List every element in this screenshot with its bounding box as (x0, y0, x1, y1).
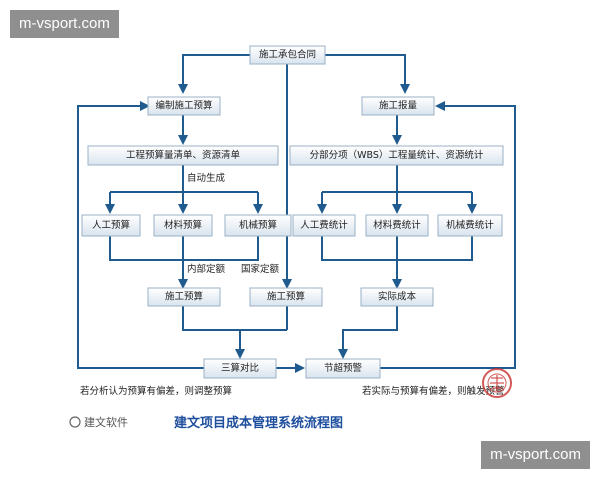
svg-text:施工报量: 施工报量 (379, 100, 418, 112)
box-wbs-stat: 分部分项（WBS）工程量统计、资源统计 (289, 145, 504, 166)
box-construction-budget-1: 施工预算 (147, 287, 221, 307)
seal-stamp (482, 368, 512, 398)
connector-machine-stat-merge (397, 236, 473, 261)
box-machine-stat: 机械费统计 (437, 214, 503, 237)
svg-text:机械费统计: 机械费统计 (446, 219, 494, 231)
connector-machine-budget-merge (183, 236, 259, 261)
connector-contract-to-qty-report (325, 54, 410, 94)
connector-labor-budget-merge (109, 236, 183, 261)
label-internal-quota: 内部定额 (187, 263, 226, 275)
diagram-title: 建文项目成本管理系统流程图 (174, 415, 343, 431)
brand-logo: 建文软件 (69, 415, 128, 429)
label-national-quota: 国家定额 (241, 263, 280, 275)
connector-actual-to-warning (338, 306, 398, 359)
connector-budget-1-merge (182, 306, 287, 331)
svg-text:人工预算: 人工预算 (92, 219, 130, 231)
box-three-compare: 三算对比 (203, 358, 277, 379)
box-labor-budget: 人工预算 (81, 214, 141, 237)
svg-text:节超预警: 节超预警 (324, 362, 363, 374)
box-construction-budget-2: 施工预算 (249, 287, 323, 307)
svg-text:人工费统计: 人工费统计 (300, 219, 348, 231)
box-qty-report: 施工报量 (361, 96, 435, 116)
watermark-bottom: m-vsport.com (481, 441, 590, 469)
svg-text:施工承包合同: 施工承包合同 (259, 49, 316, 61)
svg-text:三算对比: 三算对比 (221, 362, 259, 374)
box-budget-prep: 编制施工预算 (147, 96, 221, 116)
svg-text:分部分项（WBS）工程量统计、资源统计: 分部分项（WBS）工程量统计、资源统计 (310, 149, 484, 161)
connectors (77, 54, 516, 373)
box-actual-cost: 实际成本 (360, 287, 434, 307)
svg-text:工程预算量清单、资源清单: 工程预算量清单、资源清单 (126, 149, 241, 161)
svg-text:材料费统计: 材料费统计 (373, 219, 421, 231)
connector-labor-stat-merge (321, 236, 397, 261)
box-overrun-warning: 节超预警 (305, 358, 381, 379)
logo-text: 建文软件 (84, 415, 128, 429)
box-contract: 施工承包合同 (249, 45, 326, 65)
svg-text:施工预算: 施工预算 (267, 291, 305, 303)
box-machine-budget: 机械预算 (224, 214, 292, 237)
svg-text:机械预算: 机械预算 (239, 219, 277, 231)
label-right-feedback: 若实际与预算有偏差，则触发预警 (362, 385, 505, 397)
label-auto-gen: 自动生成 (187, 172, 226, 184)
box-material-budget: 材料预算 (153, 214, 213, 237)
box-labor-stat: 人工费统计 (292, 214, 356, 237)
svg-text:材料预算: 材料预算 (164, 219, 202, 231)
connector-right-feedback (380, 101, 516, 369)
label-left-feedback: 若分析认为预算有偏差，则调整预算 (80, 385, 232, 397)
svg-text:施工预算: 施工预算 (165, 291, 203, 303)
box-bill-list: 工程预算量清单、资源清单 (87, 145, 279, 166)
watermark-top: m-vsport.com (10, 10, 119, 38)
box-material-stat: 材料费统计 (365, 214, 429, 237)
connector-left-feedback (77, 101, 205, 369)
svg-text:编制施工预算: 编制施工预算 (155, 100, 212, 112)
svg-text:实际成本: 实际成本 (378, 291, 417, 303)
connector-contract-to-budget-prep (178, 54, 250, 94)
